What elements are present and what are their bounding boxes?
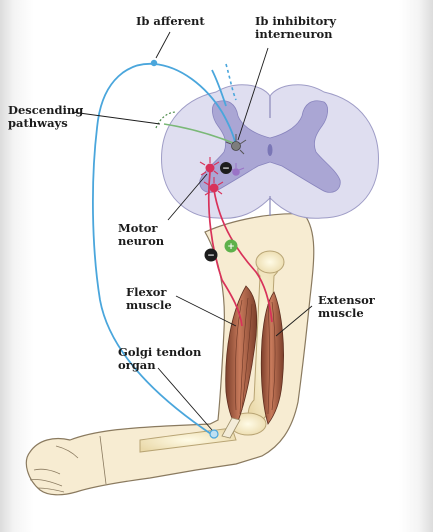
leader-interneuron bbox=[237, 47, 269, 141]
wrist-crease bbox=[99, 435, 107, 485]
finger-line bbox=[37, 487, 65, 493]
leader-ib-afferent bbox=[155, 31, 171, 59]
tendon bbox=[221, 417, 241, 439]
flexor-path-sign: − bbox=[207, 251, 215, 261]
afferent-branch bbox=[211, 69, 227, 107]
interneuron-inhibitory-badge bbox=[220, 162, 232, 174]
flexor-path-badge bbox=[204, 248, 218, 262]
shoulder-joint bbox=[255, 250, 285, 274]
label-descending-pathways: Descending pathways bbox=[8, 103, 84, 130]
interneuron-sign: − bbox=[222, 164, 230, 174]
sign-badges: − − + bbox=[204, 162, 238, 262]
golgi-tendon-organ-receptor bbox=[209, 429, 219, 439]
thumb-line bbox=[55, 445, 79, 459]
central-canal bbox=[267, 144, 273, 156]
descending-pathway-axon bbox=[163, 123, 237, 145]
muscle-fibers bbox=[234, 297, 276, 415]
leader-golgi bbox=[157, 367, 213, 431]
motor-neuron-extensor bbox=[203, 177, 224, 196]
label-ib-inhibitory-interneuron: Ib inhibitory interneuron bbox=[255, 14, 337, 41]
flexor-motor-axon bbox=[207, 171, 243, 327]
extensor-muscle-belly bbox=[260, 291, 284, 425]
leader-motor-neuron bbox=[167, 173, 208, 221]
leader-flexor bbox=[175, 295, 237, 327]
muscles bbox=[221, 285, 284, 439]
label-motor-neuron: Motor neuron bbox=[118, 221, 165, 248]
neurons bbox=[199, 134, 247, 439]
dorsal-root-ganglion bbox=[150, 59, 158, 67]
leader-descending bbox=[71, 111, 161, 125]
label-extensor-muscle: Extensor muscle bbox=[318, 293, 375, 320]
extensor-path-badge bbox=[224, 239, 238, 253]
leader-extensor bbox=[275, 305, 313, 337]
extensor-motor-axon bbox=[213, 189, 273, 323]
label-flexor-muscle: Flexor muscle bbox=[126, 285, 172, 312]
leader-lines bbox=[71, 31, 313, 431]
ib-inhibitory-interneuron-cell bbox=[225, 134, 247, 155]
ib-afferent-axon bbox=[92, 63, 237, 437]
motor-neuron-flexor bbox=[199, 157, 220, 176]
afferent-branch-dashed bbox=[225, 63, 237, 101]
descending-pathway-dashed bbox=[155, 111, 177, 129]
spinal-cord bbox=[161, 84, 379, 219]
label-ib-afferent: Ib afferent bbox=[136, 14, 205, 28]
finger-line bbox=[33, 468, 61, 475]
finger-line bbox=[29, 479, 63, 487]
label-golgi-tendon-organ: Golgi tendon organ bbox=[118, 345, 202, 372]
extensor-path-sign: + bbox=[227, 242, 235, 252]
neural-pathways bbox=[92, 59, 273, 437]
